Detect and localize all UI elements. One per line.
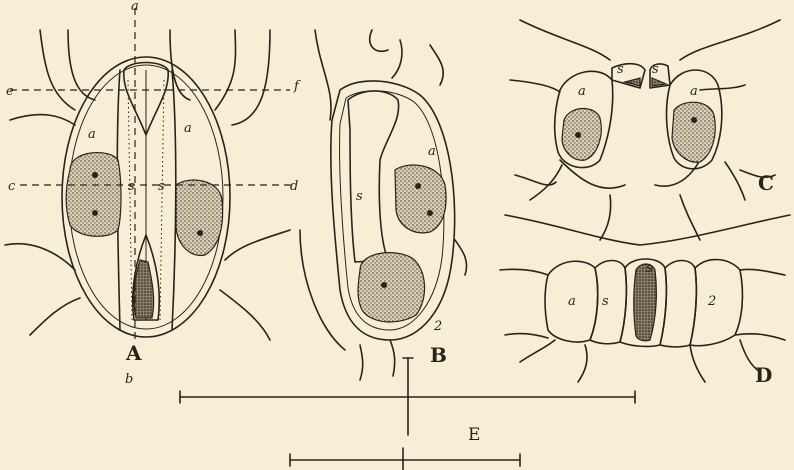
figure-c: s s a a C [510, 20, 780, 240]
label-e: e [6, 84, 14, 99]
label-d-2: 2 [707, 294, 716, 309]
figure-b: a s 2 B [300, 30, 467, 380]
figure-label-e: E [468, 425, 480, 445]
label-f: f [293, 79, 301, 94]
figure-label-b: B [430, 343, 447, 367]
label-s-left: s [128, 179, 135, 194]
figure-label-c: C [758, 171, 774, 195]
figure-label-d: D [755, 363, 772, 387]
label-c-s-right: s [652, 62, 659, 77]
label-c-s-left: s [617, 62, 624, 77]
label-d-s-top: s [646, 261, 653, 276]
figure-a: a e f c d a a s s b A [5, 0, 301, 387]
figure-e-scale-bars: E [180, 358, 635, 470]
label-b: b [125, 372, 133, 387]
label-b-a: a [428, 144, 436, 159]
label-d-s: s [602, 294, 609, 309]
label-a-top: a [131, 0, 139, 14]
label-b-2: 2 [433, 319, 442, 334]
figure-label-a: A [125, 341, 142, 365]
label-a-left-cell: a [88, 127, 96, 142]
label-c-a-right: a [690, 84, 698, 99]
label-c: c [8, 179, 16, 194]
label-c-a-left: a [578, 84, 586, 99]
label-a-right-cell: a [184, 121, 192, 136]
label-b-s: s [356, 189, 363, 204]
figure-d: s a s 2 D [500, 215, 790, 387]
label-d-a: a [568, 294, 576, 309]
label-d: d [290, 179, 298, 194]
label-s-right: s [158, 179, 165, 194]
